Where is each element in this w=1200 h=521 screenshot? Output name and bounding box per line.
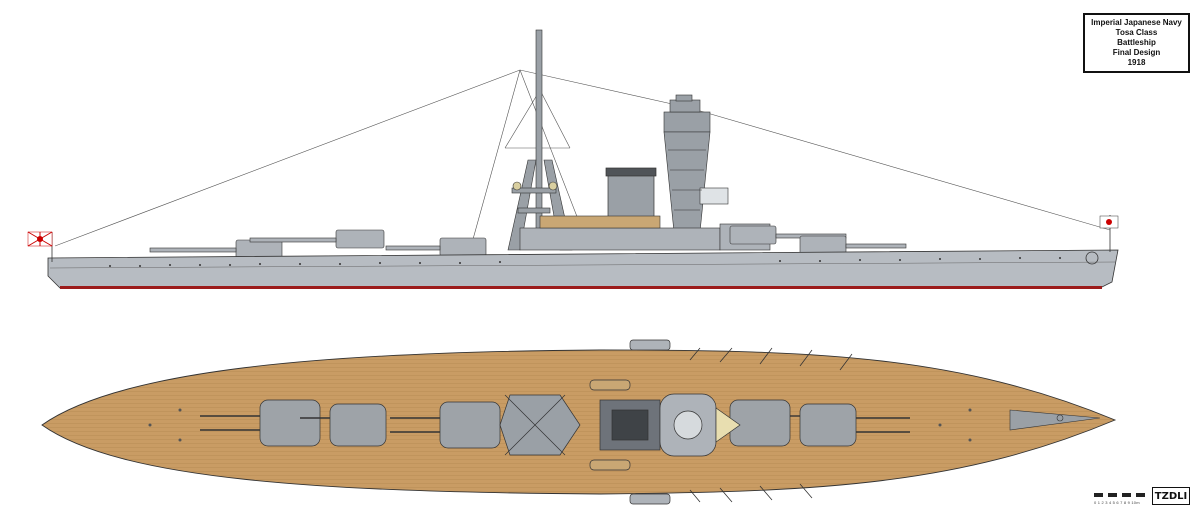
tripod-mainmast-tower bbox=[663, 94, 729, 233]
bow-deck-fittings bbox=[1009, 409, 1101, 431]
waterline-red bbox=[60, 286, 1102, 289]
deck-fittings bbox=[148, 408, 972, 442]
title-line-design: Final Design bbox=[1112, 48, 1161, 57]
main-turrets-side bbox=[149, 225, 907, 259]
stern-emblem-icon bbox=[1085, 251, 1099, 265]
title-line-class: Tosa Class bbox=[1115, 28, 1158, 37]
scale-label: 0 1 2 3 4 5 6 7 8 9 10m bbox=[1094, 500, 1140, 505]
turret-guns-plan bbox=[200, 415, 910, 433]
portholes bbox=[109, 257, 1061, 267]
central-superstructure-plan bbox=[499, 379, 741, 471]
title-line-year: 1918 bbox=[1127, 58, 1146, 67]
hinomaru-flag-icon bbox=[1099, 215, 1119, 252]
boat-cranes bbox=[629, 339, 671, 505]
scale-bar bbox=[1094, 493, 1146, 497]
hull-sheer-line bbox=[49, 261, 1117, 269]
rising-sun-ensign-icon bbox=[27, 231, 53, 262]
hull-side bbox=[47, 249, 1119, 289]
title-block: Imperial Japanese Navy Tosa Class Battle… bbox=[1083, 13, 1190, 73]
artist-signature-logo: TZDLI bbox=[1152, 487, 1190, 505]
title-line-type: Battleship bbox=[1117, 38, 1156, 47]
title-line-navy: Imperial Japanese Navy bbox=[1091, 18, 1182, 27]
rigging-wires bbox=[54, 30, 1111, 251]
deck-outline bbox=[41, 349, 1117, 495]
outrigger-booms bbox=[689, 347, 853, 503]
side-profile-view bbox=[27, 29, 1119, 289]
main-turrets-plan bbox=[259, 399, 857, 449]
plan-view bbox=[41, 339, 1117, 505]
